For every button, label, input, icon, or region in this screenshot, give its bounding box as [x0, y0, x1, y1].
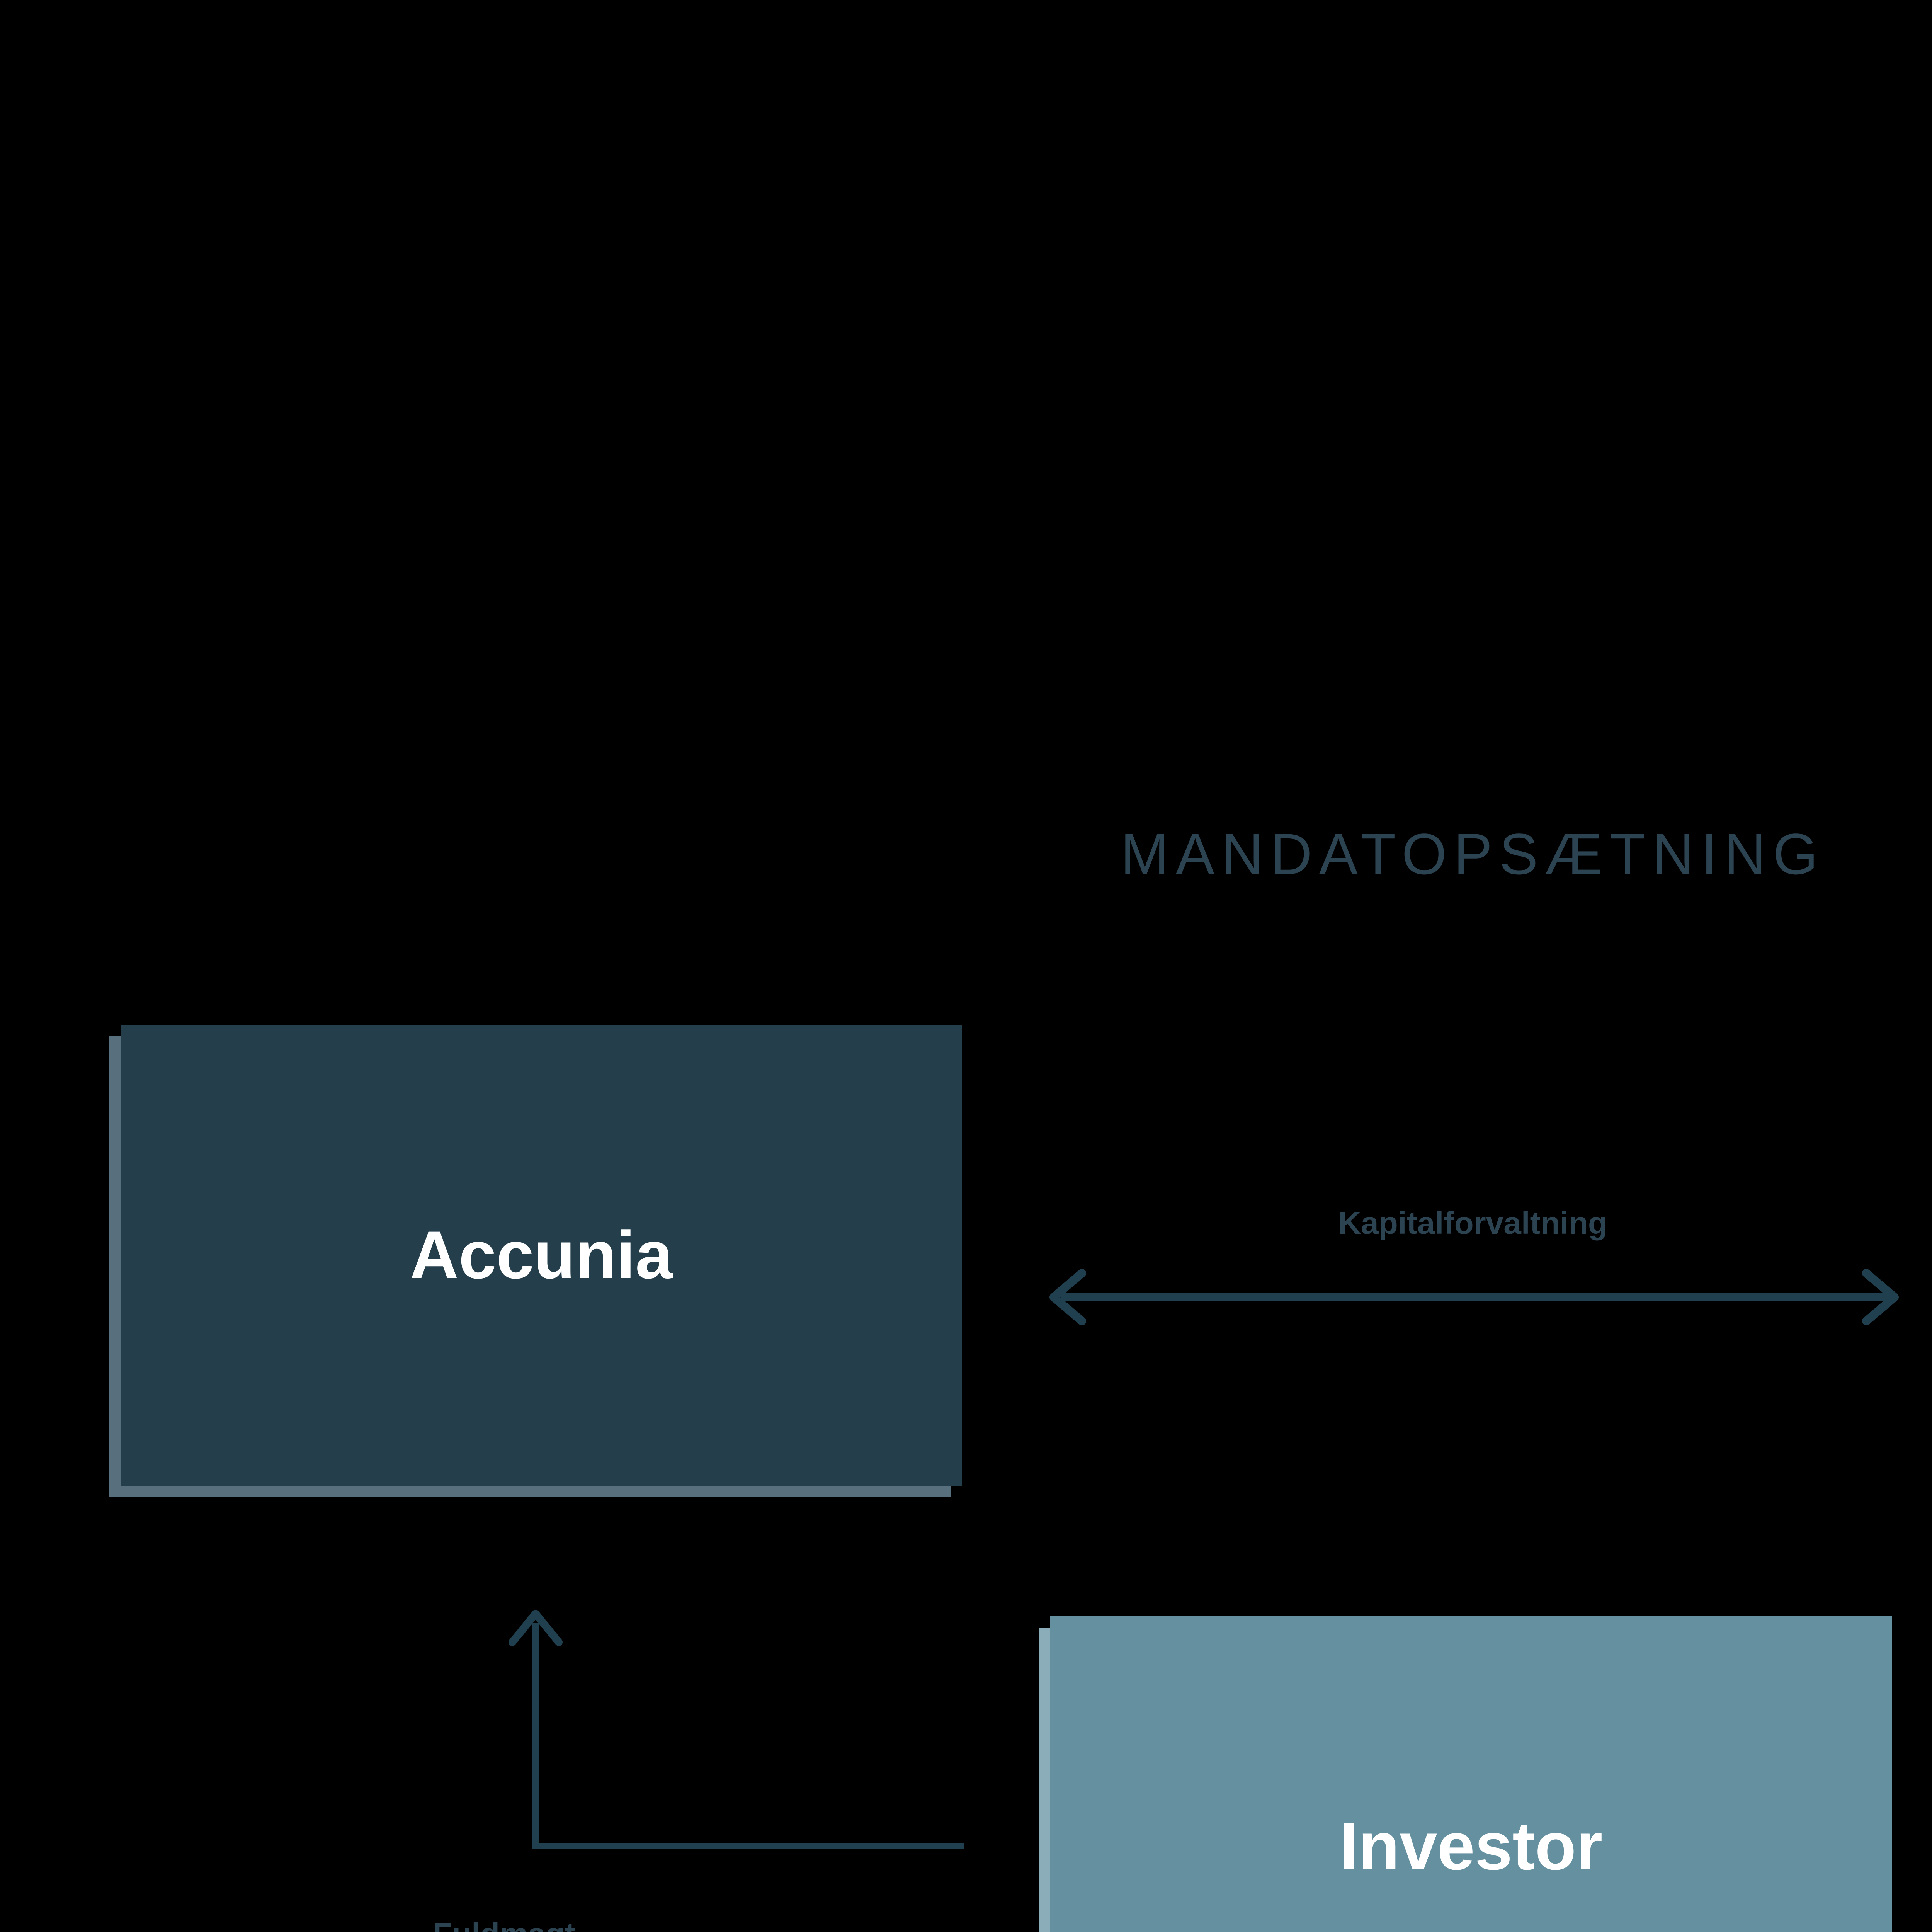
node-label-accunia: Accunia: [410, 1218, 673, 1293]
page-title: MANDATOPSÆTNING: [1121, 821, 1825, 886]
edge-label-fuldmagt: Fuldmagt: [433, 1918, 575, 1932]
node-investor[interactable]: Investor: [1050, 1616, 1892, 1932]
arrow-kapitalforvaltning: [1049, 1269, 1899, 1325]
arrow-fuldmagt: [509, 1610, 964, 1849]
node-label-investor: Investor: [1339, 1809, 1603, 1884]
node-accunia[interactable]: Accunia: [121, 1025, 962, 1486]
edge-label-kapitalforvaltning: Kapitalforvaltning: [1338, 1206, 1608, 1241]
